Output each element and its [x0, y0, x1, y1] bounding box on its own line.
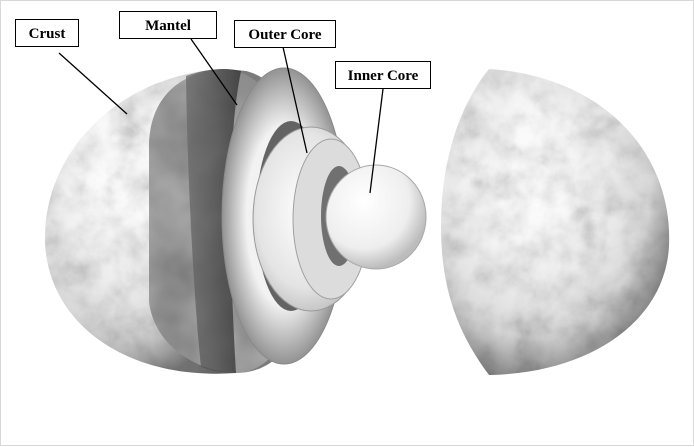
mantel-label: Mantel [119, 11, 217, 39]
inner-core-ball [326, 165, 426, 269]
outer-core-label: Outer Core [234, 20, 336, 48]
inner-core-label: Inner Core [335, 61, 431, 89]
crust-right-hemisphere [431, 61, 681, 381]
crust-label: Crust [15, 19, 79, 47]
crust-leader-line [59, 53, 127, 114]
